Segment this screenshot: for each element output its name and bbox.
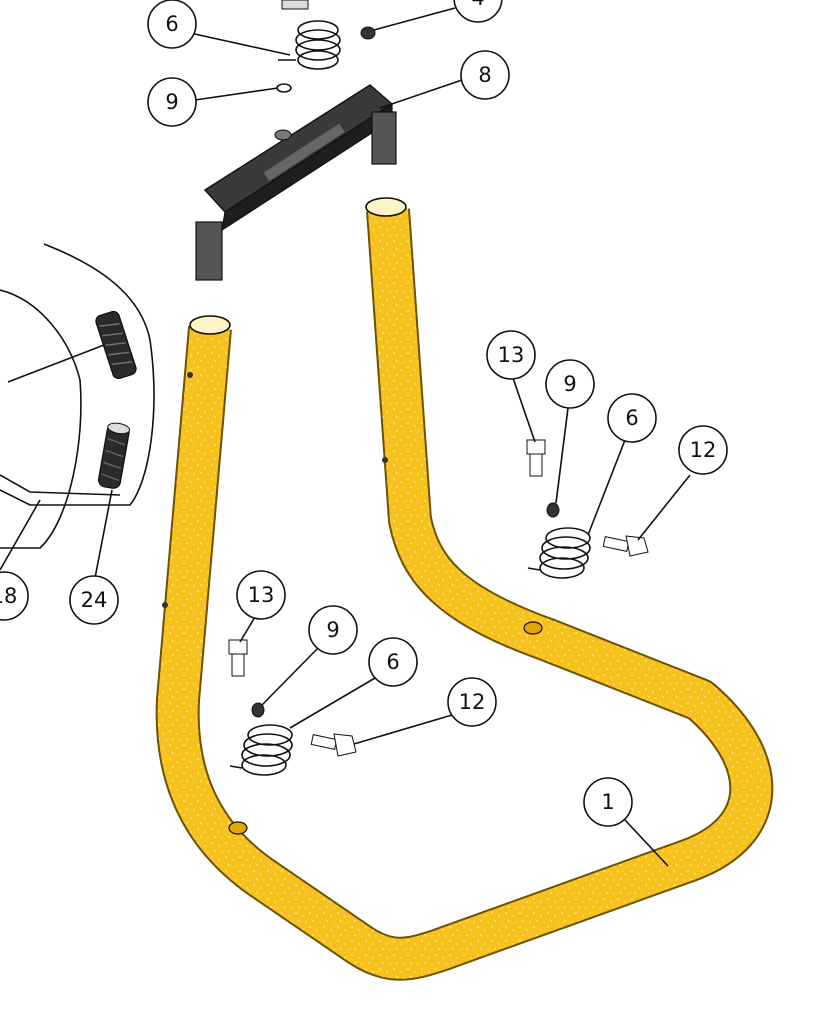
- right-fasteners: [526, 439, 649, 579]
- handle-outer-wire: [0, 243, 155, 506]
- handle-wire-2: [0, 474, 121, 496]
- bracket-leg-left: [195, 221, 223, 281]
- left-handle-assembly: [0, 243, 155, 549]
- washer-9-left: [251, 702, 265, 718]
- bolt-12-right: [602, 535, 649, 557]
- grip-lower: [97, 422, 131, 489]
- callout-4-top: 4: [453, 0, 503, 23]
- callout-12-right: 12: [678, 425, 728, 475]
- callouts: 6 4 9 8 13 9 6 12 18 24 13 9 6 12 1: [0, 0, 728, 827]
- bracket-slot: [263, 123, 345, 181]
- frame-stud-2: [162, 602, 168, 608]
- callout-6-top: 6: [147, 0, 197, 49]
- svg-text:6: 6: [625, 406, 638, 430]
- top-nut: [360, 26, 376, 40]
- svg-text:12: 12: [690, 438, 717, 462]
- svg-text:24: 24: [81, 588, 108, 612]
- top-bolt: [281, 0, 309, 10]
- callout-24-left: 24: [69, 575, 119, 625]
- left-fasteners: [228, 639, 357, 776]
- bracket-leg-right: [371, 111, 397, 165]
- svg-text:4: 4: [471, 0, 484, 10]
- bolt-13-right: [526, 439, 546, 477]
- frame-hole-left: [228, 821, 248, 835]
- washer-9-right: [546, 502, 560, 518]
- top-washer: [276, 83, 292, 93]
- svg-text:13: 13: [498, 343, 525, 367]
- top-spring: [278, 20, 341, 70]
- main-frame: [155, 197, 774, 981]
- bolt-12-left: [310, 733, 357, 757]
- svg-text:9: 9: [165, 90, 178, 114]
- spring-6-right: [527, 527, 591, 579]
- callout-8-top: 8: [460, 50, 510, 100]
- svg-text:9: 9: [326, 618, 339, 642]
- handle-inner-wire: [0, 289, 82, 549]
- bolt-13-left: [228, 639, 248, 677]
- callout-12-left: 12: [447, 677, 497, 727]
- frame-tube: [157, 208, 772, 979]
- callout-6-right: 6: [607, 393, 657, 443]
- svg-text:13: 13: [248, 583, 275, 607]
- svg-text:12: 12: [459, 690, 486, 714]
- callout-18-left: 18: [0, 571, 29, 621]
- svg-text:6: 6: [386, 650, 399, 674]
- svg-text:18: 18: [0, 584, 17, 608]
- svg-text:9: 9: [563, 372, 576, 396]
- callout-9-right: 9: [545, 359, 595, 409]
- frame-tube-end-right: [365, 197, 407, 217]
- frame-stud-3: [382, 457, 388, 463]
- frame-stud-1: [187, 372, 193, 378]
- spring-6-left: [229, 724, 293, 776]
- callout-1-frame: 1: [583, 777, 633, 827]
- svg-text:6: 6: [165, 12, 178, 36]
- frame-tube-end-left: [189, 315, 231, 335]
- grip-upper: [95, 310, 137, 380]
- svg-text:1: 1: [601, 790, 614, 814]
- callout-13-left: 13: [236, 570, 286, 620]
- callout-6-left: 6: [368, 637, 418, 687]
- bracket-body: [203, 84, 394, 213]
- frame-hole-right: [523, 621, 543, 635]
- callout-9-top: 9: [147, 77, 197, 127]
- leader-lines: [0, 7, 691, 867]
- bracket-bolt: [274, 129, 292, 141]
- svg-text:8: 8: [478, 63, 491, 87]
- callout-9-left: 9: [308, 605, 358, 655]
- bracket-part-8: [195, 84, 397, 281]
- callout-13-right: 13: [486, 330, 536, 380]
